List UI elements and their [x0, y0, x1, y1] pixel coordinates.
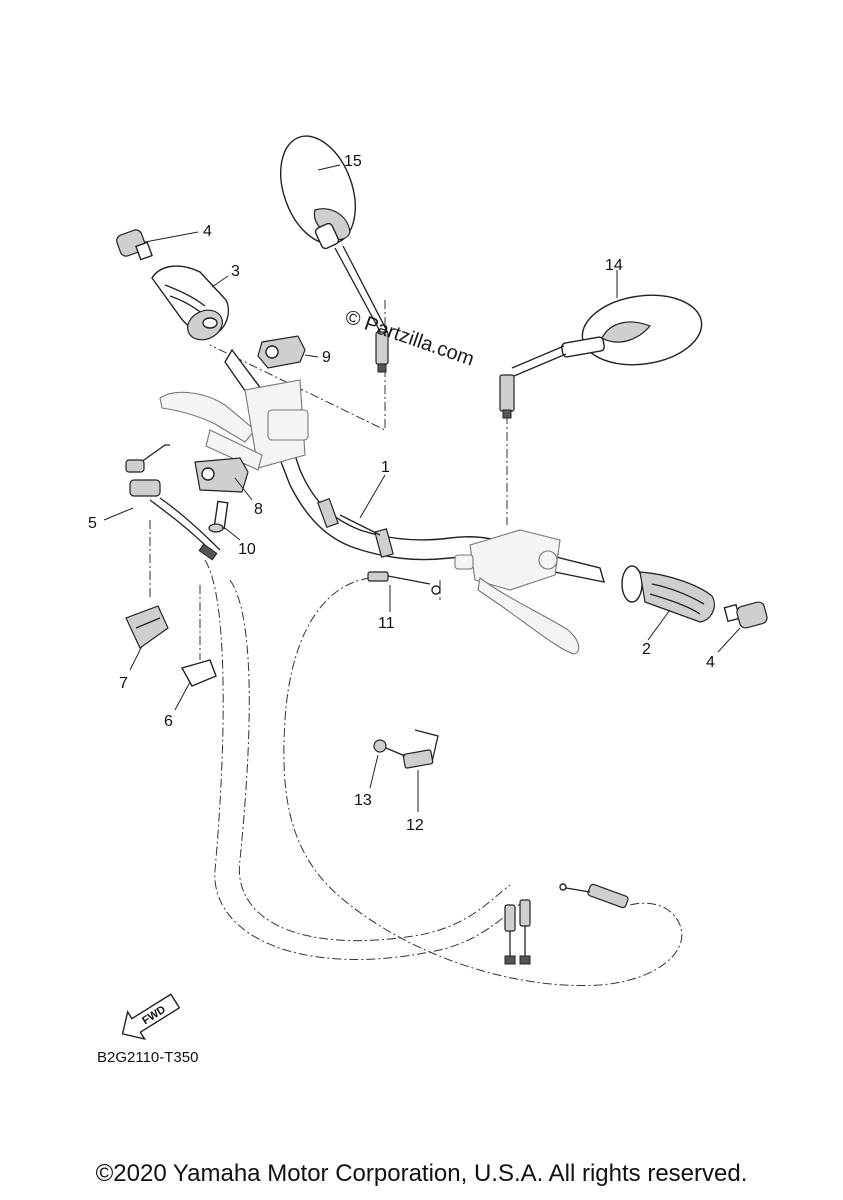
cable-routing	[149, 300, 683, 987]
right-lever-assembly	[454, 529, 580, 655]
clutch-cable-11	[367, 571, 441, 595]
left-grip	[151, 265, 230, 341]
callout-3: 3	[231, 263, 240, 280]
callout-7: 7	[119, 675, 128, 692]
lower-holder	[194, 457, 249, 493]
bolt-10	[208, 500, 229, 533]
diagram-code: B2G2110-T350	[97, 1049, 198, 1066]
right-grip	[621, 565, 715, 623]
upper-holder	[257, 335, 306, 369]
left-lever-assembly	[159, 379, 309, 471]
callout-4-left: 4	[203, 223, 212, 240]
callout-15: 15	[344, 153, 362, 170]
callout-6: 6	[164, 713, 173, 730]
callout-1: 1	[381, 459, 390, 476]
callout-5: 5	[88, 515, 97, 532]
fwd-arrow-icon: FWD	[121, 993, 181, 1041]
left-mirror	[280, 135, 389, 373]
bar-end-right	[723, 601, 768, 629]
callout-2: 2	[642, 641, 651, 658]
callout-9: 9	[322, 349, 331, 366]
handlebar	[224, 348, 605, 583]
switch-12	[402, 729, 439, 769]
screw-13	[373, 739, 406, 757]
leader-lines	[103, 164, 741, 812]
callout-4-right: 4	[706, 654, 715, 671]
cable-ends-lower	[504, 883, 629, 965]
callout-labels: 4 3 15 14 9 1 8 10 5 11 7 6 13 12 2 4	[88, 153, 715, 834]
callout-14: 14	[605, 257, 623, 274]
callout-11: 11	[378, 615, 395, 632]
callout-13: 13	[354, 792, 372, 809]
right-mirror	[499, 294, 703, 419]
clamp-6	[180, 659, 217, 687]
copyright-notice: ©2020 Yamaha Motor Corporation, U.S.A. A…	[95, 1160, 748, 1187]
throttle-cable-5	[125, 444, 221, 561]
cable-guide-7	[125, 605, 169, 649]
watermark: © Partzilla.com	[342, 306, 477, 371]
callout-12: 12	[406, 817, 424, 834]
callout-8: 8	[254, 501, 263, 518]
callout-10: 10	[238, 541, 256, 558]
bar-end-left	[116, 229, 153, 261]
